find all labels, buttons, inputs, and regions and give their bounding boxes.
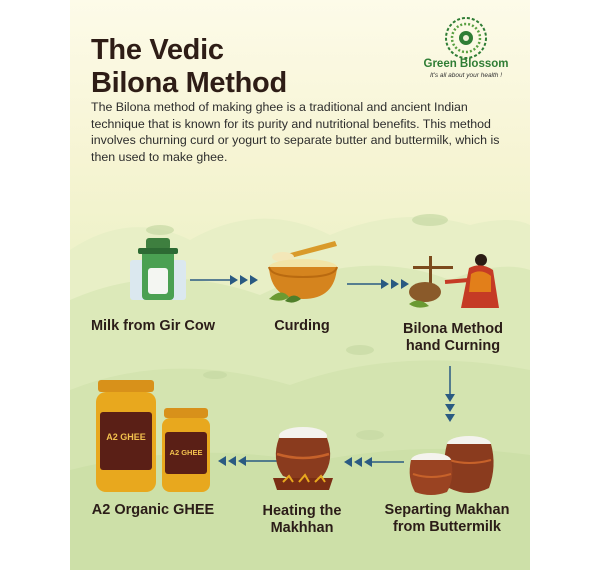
- brand-logo: [416, 12, 516, 82]
- arrow-churning-to-separating-icon: [445, 366, 455, 422]
- clay-pots-icon: [409, 436, 494, 495]
- flower-logo-icon: [445, 17, 487, 59]
- churning-woman-icon: [409, 254, 499, 308]
- step-label-separating: Separting Makhan from Buttermilk: [384, 502, 510, 535]
- infographic-card: The Vedic Bilona Method Green Blossom It…: [70, 0, 530, 570]
- step-label-heating: Heating the Makhhan: [262, 503, 342, 536]
- step-label-milk: Milk from Gir Cow: [90, 318, 216, 334]
- intro-paragraph: The Bilona method of making ghee is a tr…: [91, 100, 500, 164]
- arrow-milk-to-curd-icon: [190, 275, 258, 285]
- ghee-jars-icon: A2 GHEE A2 GHEE: [96, 380, 210, 492]
- step-label-bilona: Bilona Method hand Curning: [403, 321, 503, 354]
- arrow-separating-to-heating-icon: [344, 457, 404, 467]
- brand-tagline: It's all about your health !: [429, 72, 503, 79]
- arrow-curd-to-churning-icon: [347, 279, 409, 289]
- arrow-heating-to-ghee-icon: [218, 456, 280, 466]
- jar-label-large: A2 GHEE: [106, 432, 146, 442]
- step-label-curding: Curding: [274, 318, 330, 334]
- curd-bowl-icon: [268, 241, 338, 303]
- step-label-ghee: A2 Organic GHEE: [91, 502, 215, 518]
- title-line-2: Bilona Method: [91, 67, 287, 99]
- title-line-1: The Vedic: [91, 34, 224, 66]
- heating-pot-icon: [273, 427, 333, 490]
- jar-label-small: A2 GHEE: [170, 448, 203, 457]
- brand-name: Green Blossom: [423, 58, 509, 70]
- milk-cans-icon: [130, 238, 186, 300]
